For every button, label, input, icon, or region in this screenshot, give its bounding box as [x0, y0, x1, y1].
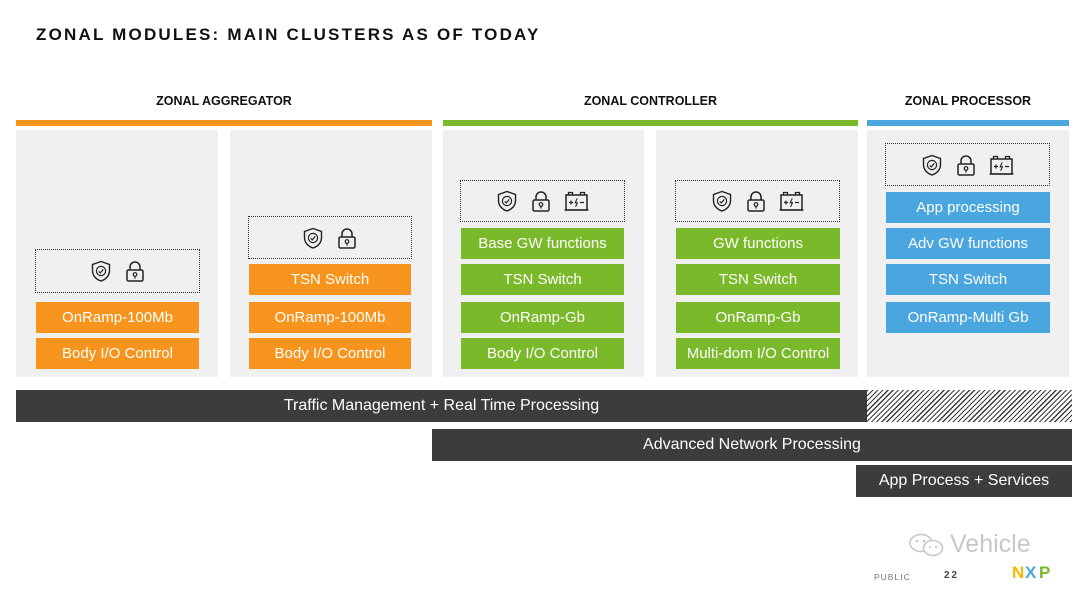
lock-icon [532, 191, 550, 212]
slide-title: ZONAL MODULES: MAIN CLUSTERS AS OF TODAY [36, 25, 541, 44]
shield-icon [303, 227, 323, 249]
section-label-controller: ZONAL CONTROLLER [583, 94, 718, 108]
function-block: GW functions [676, 228, 840, 259]
watermark-text: Vehicle [950, 530, 1031, 558]
function-block: Body I/O Control [461, 338, 624, 369]
function-block: Body I/O Control [36, 338, 199, 369]
function-block: Base GW functions [461, 228, 624, 259]
function-block: OnRamp-100Mb [36, 302, 199, 333]
section-bar-processor [867, 120, 1069, 126]
capability-band-traffic: Traffic Management + Real Time Processin… [16, 390, 867, 422]
lock-icon [747, 191, 765, 212]
function-block: TSN Switch [249, 264, 411, 295]
security-icon-group [460, 180, 625, 222]
lock-icon [338, 227, 356, 249]
function-block: OnRamp-Multi Gb [886, 302, 1050, 333]
shield-icon [497, 190, 517, 212]
section-label-aggregator: ZONAL AGGREGATOR [156, 94, 292, 108]
function-block: TSN Switch [676, 264, 840, 295]
battery-icon [564, 191, 589, 211]
logo-letter-p: P [1039, 563, 1050, 581]
lock-icon [957, 154, 975, 176]
logo-letter-x: X [1025, 563, 1037, 581]
function-block: Body I/O Control [249, 338, 411, 369]
shield-icon [91, 260, 110, 282]
security-icon-group [885, 143, 1050, 186]
nxp-logo: N X P [1012, 563, 1050, 581]
page-number: 22 [944, 570, 960, 581]
battery-icon [779, 191, 804, 211]
lock-icon [125, 261, 144, 282]
function-block: Adv GW functions [886, 228, 1050, 259]
classification-label: PUBLIC [874, 572, 911, 582]
battery-icon [989, 155, 1014, 175]
chat-bubbles-icon [909, 533, 944, 556]
section-label-processor: ZONAL PROCESSOR [904, 94, 1032, 108]
capability-band-app: App Process + Services [856, 465, 1072, 497]
capability-band-network: Advanced Network Processing [432, 429, 1072, 461]
security-icon-group [35, 249, 200, 293]
function-block: Multi-dom I/O Control [676, 338, 840, 369]
function-block: App processing [886, 192, 1050, 223]
function-block: OnRamp-100Mb [249, 302, 411, 333]
shield-icon [712, 190, 732, 212]
security-icon-group [675, 180, 840, 222]
logo-letter-n: N [1012, 563, 1024, 581]
security-icon-group [248, 216, 412, 259]
section-bar-aggregator [16, 120, 432, 126]
watermark: Vehicle [908, 530, 1031, 559]
function-block: TSN Switch [461, 264, 624, 295]
function-block: OnRamp-Gb [676, 302, 840, 333]
shield-icon [922, 154, 942, 176]
section-bar-controller [443, 120, 858, 126]
function-block: TSN Switch [886, 264, 1050, 295]
capability-band-hatched [867, 390, 1072, 422]
function-block: OnRamp-Gb [461, 302, 624, 333]
